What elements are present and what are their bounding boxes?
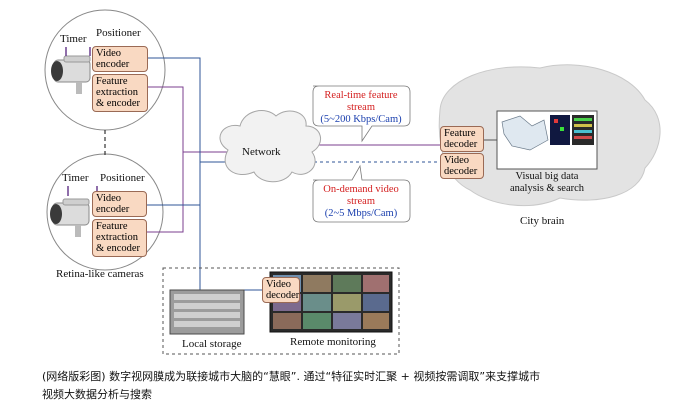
figure-caption-line2: 视频大数据分析与搜索 (42, 388, 152, 401)
feature-line-top (148, 86, 240, 153)
ondemand-stream-title: On-demand video stream (323, 184, 399, 207)
positioner-label-top: Positioner (96, 27, 141, 39)
positioner-label-bottom: Positioner (100, 172, 145, 184)
storage-frame (162, 267, 400, 355)
ondemand-stream-rate: (2~5 Mbps/Cam) (324, 208, 398, 219)
figure-caption-line1: (网络版彩图) 数字视网膜成为联接城市大脑的“慧眼”. 通过“特征实时汇聚 + … (42, 370, 541, 383)
city-brain-label: City brain (520, 215, 565, 227)
ondemand-callout (312, 164, 411, 223)
big-data-label: Visual big data analysis & search (509, 171, 585, 194)
video-line-top (148, 57, 201, 300)
realtime-callout (312, 85, 411, 143)
feature-encoder-top: Feature extraction & encoder (92, 74, 148, 112)
feature-line-bottom (147, 152, 184, 233)
feature-encoder-bottom: Feature extraction & encoder (92, 219, 147, 257)
realtime-stream-title: Real-time feature stream (324, 90, 398, 113)
timer-label-bottom: Timer (62, 172, 89, 184)
video-encoder-bottom: Video encoder (92, 191, 147, 217)
feature-decoder: Feature decoder (440, 126, 484, 152)
big-data-visual (496, 110, 598, 170)
video-decoder-brain: Video decoder (440, 153, 484, 179)
server-rack (169, 289, 245, 335)
network-cloud (219, 110, 321, 183)
camera-bottom-body (50, 198, 90, 237)
video-decoder-storage: Video decoder (262, 277, 300, 303)
local-storage-label: Local storage (182, 338, 242, 350)
network-label: Network (242, 146, 281, 158)
realtime-stream-rate: (5~200 Kbps/Cam) (320, 114, 402, 125)
camera-top-body (51, 55, 91, 94)
cameras-label: Retina-like cameras (56, 268, 144, 280)
video-encoder-top: Video encoder (92, 46, 148, 72)
timer-label-top: Timer (60, 33, 87, 45)
remote-monitoring-label: Remote monitoring (290, 336, 376, 348)
